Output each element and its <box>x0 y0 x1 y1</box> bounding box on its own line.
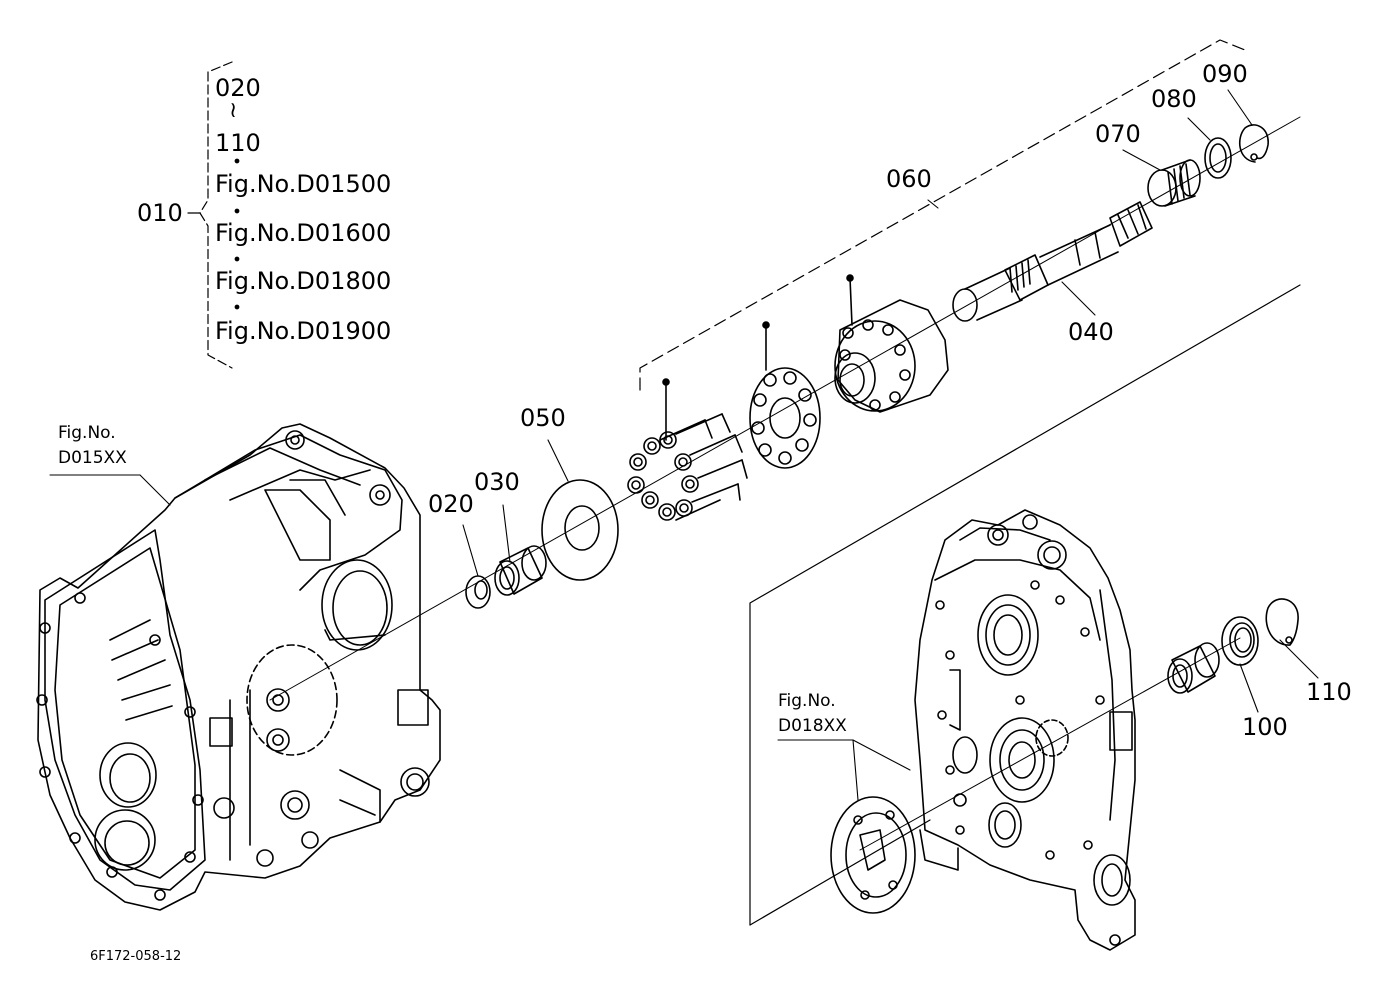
needle-bearing-030 <box>494 545 547 596</box>
callout-040: 040 <box>1068 318 1114 346</box>
bracket-ref-d01500: Fig.No.D01500 <box>215 170 392 198</box>
washer-080 <box>1204 137 1232 179</box>
bracket-ref-d01600: Fig.No.D01600 <box>215 219 392 247</box>
cover-plate-axis-line <box>859 637 1241 851</box>
bracket-range-start: 020 <box>215 74 261 102</box>
right-cover-plate <box>914 509 1136 951</box>
snap-ring-110 <box>1265 598 1299 646</box>
drawing-id: 6F172-058-12 <box>90 949 182 964</box>
right-ref-label-line2: D018XX <box>778 716 847 736</box>
leader-lines <box>49 89 1319 801</box>
thrust-washer-020 <box>465 575 491 609</box>
callout-080: 080 <box>1151 85 1197 113</box>
right-ref-label-line1: Fig.No. <box>778 691 836 711</box>
callout-090: 090 <box>1202 60 1248 88</box>
cover-plate-frame <box>749 284 1301 926</box>
swash-plate-disc-050 <box>541 479 619 581</box>
right-needle-bearing <box>1167 642 1220 694</box>
callout-100: 100 <box>1242 713 1288 741</box>
snap-ring-090 <box>1238 124 1269 163</box>
callout-060: 060 <box>886 165 932 193</box>
callout-070: 070 <box>1095 120 1141 148</box>
cylinder-block <box>834 274 949 413</box>
spring-070 <box>1147 159 1201 207</box>
callout-010: 010 <box>137 199 183 227</box>
callout-020: 020 <box>428 490 474 518</box>
valve-plate <box>749 321 821 469</box>
bracket-range-separator: ≀ <box>229 98 238 123</box>
bracket-ref-d01900: Fig.No.D01900 <box>215 317 392 345</box>
bracket-ref-d01800: Fig.No.D01800 <box>215 267 392 295</box>
callout-050: 050 <box>520 404 566 432</box>
left-ref-label-line1: Fig.No. <box>58 423 116 443</box>
oil-seal-100 <box>1221 616 1259 666</box>
left-ref-label-line2: D015XX <box>58 448 127 468</box>
assembly-axis-line <box>269 116 1301 701</box>
assembly-060-outline <box>639 39 1246 391</box>
cover-plate-valve-disc <box>830 796 916 914</box>
left-transmission-housing <box>36 423 441 911</box>
pump-shaft-040 <box>952 201 1153 322</box>
piston-bundle <box>627 378 748 521</box>
bracket-range-end: 110 <box>215 129 261 157</box>
callout-030: 030 <box>474 468 520 496</box>
bracket-010 <box>187 61 240 369</box>
callout-110: 110 <box>1306 678 1352 706</box>
